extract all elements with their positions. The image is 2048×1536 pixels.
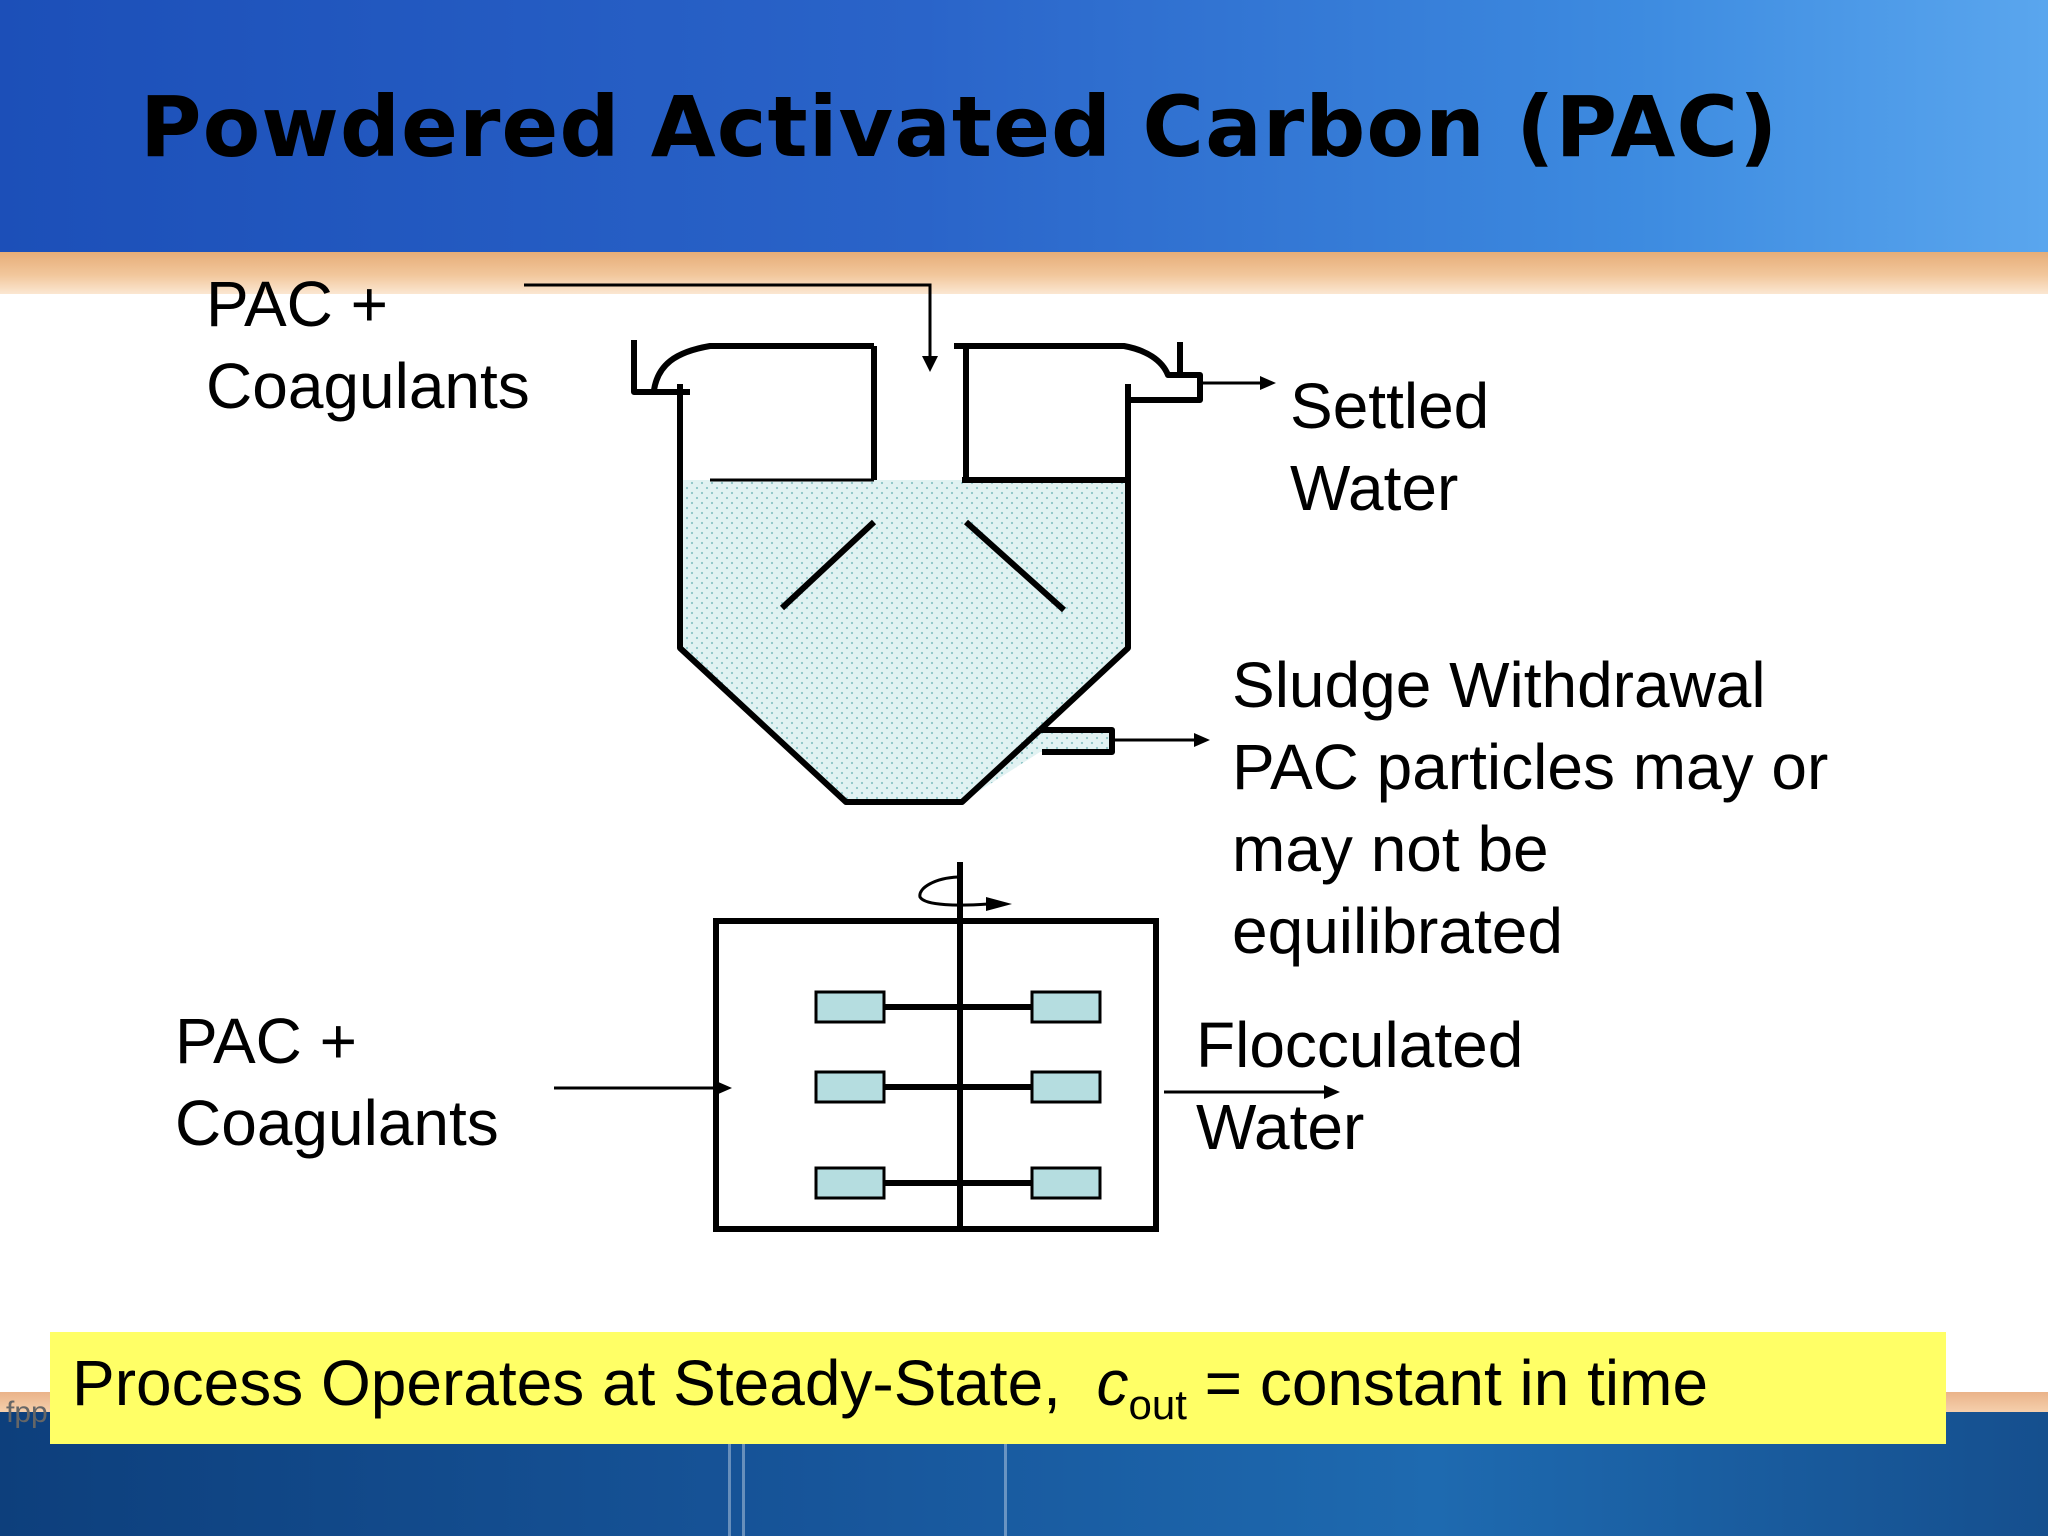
label-line: equilibrated <box>1232 895 1563 967</box>
cout-subscript: out <box>1128 1381 1187 1428</box>
rotation-icon <box>918 875 989 907</box>
label-line: Coagulants <box>206 350 530 422</box>
rim-left <box>651 343 874 391</box>
sludge-outlet-pipe <box>1040 727 1115 755</box>
clarifier-tank <box>631 340 1203 805</box>
header-band <box>0 0 2048 252</box>
flocculator-inlet-arrowhead <box>716 1081 732 1095</box>
footer-streak <box>742 1412 745 1536</box>
settled-water-arrowhead <box>1260 376 1276 390</box>
deflector-left <box>779 519 877 611</box>
paddle-blade <box>1030 1166 1102 1200</box>
label-line: Sludge Withdrawal <box>1232 649 1766 721</box>
label-line: Water <box>1290 452 1459 524</box>
banner-text-start: Process Operates at Steady-State, <box>72 1347 1097 1419</box>
label-line: PAC particles may or <box>1232 731 1829 803</box>
clarifier-arrows <box>524 283 1262 742</box>
clarifier-wall-left <box>677 384 1043 805</box>
banner-text-end: = constant in time <box>1186 1347 1709 1419</box>
paddle-blade <box>1030 1070 1102 1104</box>
clarifier-wall-right <box>1037 384 1131 733</box>
corner-text: fpp <box>6 1396 48 1429</box>
footer-streak <box>728 1412 731 1536</box>
label-line: may not be <box>1232 813 1549 885</box>
paddle-blade <box>814 1166 886 1200</box>
label-line: Coagulants <box>175 1087 499 1159</box>
accent-band <box>0 252 2048 294</box>
settled-water-label: Settled Water <box>1290 365 1489 529</box>
deflector-right <box>963 519 1067 613</box>
label-line: PAC + <box>206 268 388 340</box>
steady-state-banner <box>50 1332 1946 1444</box>
rotation-arrowhead <box>986 897 1012 911</box>
clarifier-inlet-arrow <box>524 283 932 360</box>
flocculator-arrows <box>554 1086 1326 1094</box>
label-line: Settled <box>1290 370 1490 442</box>
label-line: Flocculated <box>1196 1009 1524 1081</box>
clarifier-water <box>680 480 1128 802</box>
paddle-blade <box>814 990 886 1024</box>
paddle-blade <box>814 1070 886 1104</box>
flocculator-tank <box>713 862 1159 1232</box>
sludge-arrowhead <box>1194 733 1210 747</box>
flocculator-inlet-label: PAC + Coagulants <box>175 1000 499 1164</box>
cout-symbol: c <box>1096 1347 1129 1419</box>
clarifier-inlet-label: PAC + Coagulants <box>206 263 530 427</box>
rim-right <box>954 343 1203 403</box>
flocculated-water-label: Flocculated Water <box>1196 1004 1523 1168</box>
clarifier-inlet-arrowhead <box>922 356 938 372</box>
footer-streak <box>1004 1412 1007 1536</box>
sludge-withdrawal-label: Sludge Withdrawal PAC particles may or m… <box>1232 644 1828 972</box>
steady-state-text: Process Operates at Steady-State, cout =… <box>72 1346 1708 1429</box>
flocculated-water-arrowhead <box>1324 1085 1340 1099</box>
slide-title: Powdered Activated Carbon (PAC) <box>140 78 1779 176</box>
inlet-trough-left <box>631 340 690 395</box>
paddle-blade <box>1030 990 1102 1024</box>
label-line: Water <box>1196 1091 1365 1163</box>
label-line: PAC + <box>175 1005 357 1077</box>
